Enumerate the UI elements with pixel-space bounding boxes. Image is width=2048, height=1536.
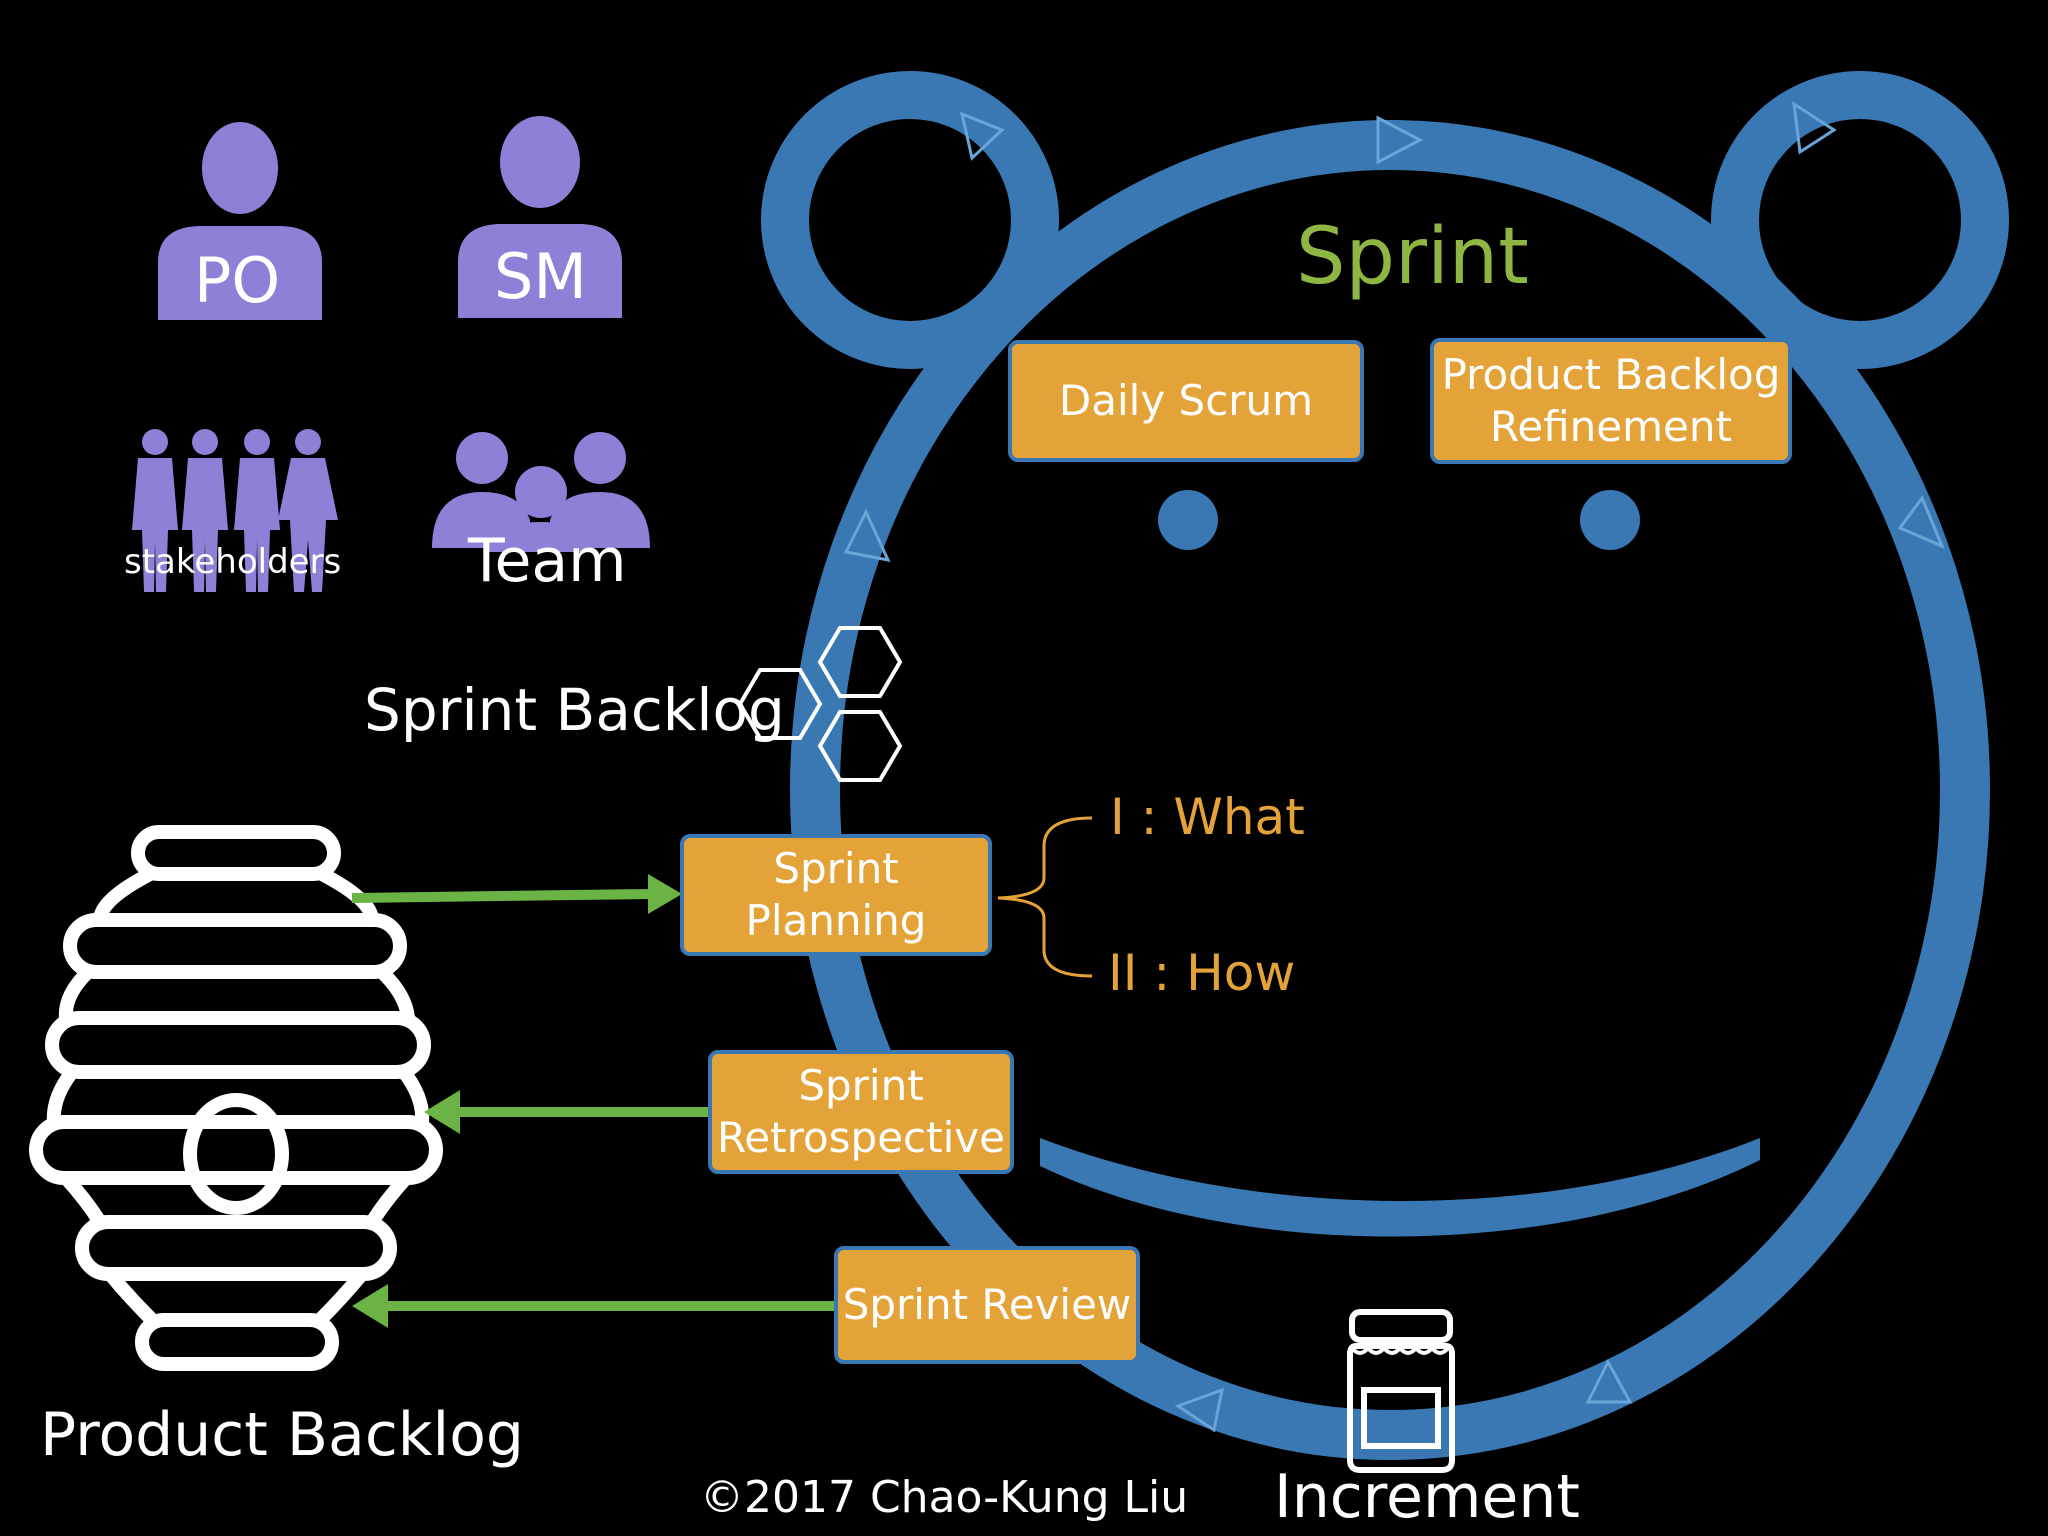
refinement-label-line2: Refinement: [1490, 402, 1732, 451]
sprint-loop-left-ear: [761, 71, 1059, 369]
sprint-loop-right-ear: [1711, 71, 2009, 369]
team-icon: [432, 432, 650, 552]
sm-person-icon: [458, 116, 622, 318]
loop-arrow-icon: [1792, 100, 1837, 155]
honeycomb-icon: [737, 626, 903, 782]
review-to-backlog-arrow: [352, 1284, 836, 1328]
stakeholders-icon: [132, 429, 338, 592]
jar-icon: [1347, 1309, 1455, 1473]
sprint-backlog-label: Sprint Backlog: [364, 676, 785, 744]
sprint-planning-line1: Sprint: [773, 843, 899, 893]
po-person-icon: [158, 122, 322, 320]
beehive-icon: [29, 825, 443, 1371]
loop-arrow-icon: [1174, 1387, 1224, 1433]
sprint-loop-ring: [790, 120, 1990, 1460]
planning-brace: [997, 816, 1093, 978]
sprint-planning-box: Sprint Planning: [680, 834, 992, 956]
retrospective-to-backlog-arrow: [424, 1090, 712, 1134]
refinement-box: Product Backlog Refinement: [1430, 338, 1792, 464]
loop-arrow-icon: [959, 111, 1005, 161]
face-right-eye: [1580, 490, 1640, 550]
copyright-label: ©2017 Chao-Kung Liu: [700, 1472, 1189, 1523]
loop-arrow-icon: [843, 508, 891, 563]
face-left-eye: [1158, 490, 1218, 550]
daily-scrum-box: Daily Scrum: [1008, 340, 1364, 462]
stakeholders-label: stakeholders: [124, 542, 342, 582]
sprint-review-box: Sprint Review: [834, 1246, 1140, 1364]
sprint-title: Sprint: [1296, 212, 1529, 302]
sprint-retrospective-box: Sprint Retrospective: [708, 1050, 1014, 1174]
product-backlog-label: Product Backlog: [40, 1400, 525, 1470]
planning-what-label: I : What: [1110, 788, 1305, 846]
sprint-retrospective-line2: Retrospective: [717, 1113, 1005, 1162]
team-label: Team: [468, 526, 627, 596]
arrows: [351, 874, 836, 1328]
po-label: PO: [194, 244, 281, 317]
sm-label: SM: [494, 240, 587, 313]
planning-how-label: II : How: [1108, 944, 1296, 1002]
sprint-retrospective-line1: Sprint: [798, 1060, 924, 1110]
loop-arrow-icon: [1897, 494, 1945, 549]
increment-label: Increment: [1274, 1462, 1580, 1532]
refinement-label-line1: Product Backlog: [1441, 349, 1781, 399]
sprint-loop: [761, 71, 2009, 1460]
face-smile: [1040, 1138, 1760, 1237]
sprint-review-label: Sprint Review: [842, 1279, 1132, 1329]
sprint-planning-line2: Planning: [745, 896, 927, 945]
loop-arrow-icon: [1376, 115, 1424, 165]
loop-direction-arrows: [843, 100, 1945, 1433]
loop-arrow-icon: [1585, 1358, 1633, 1404]
daily-scrum-label: Daily Scrum: [1058, 375, 1314, 425]
backlog-to-planning-arrow: [351, 874, 682, 914]
